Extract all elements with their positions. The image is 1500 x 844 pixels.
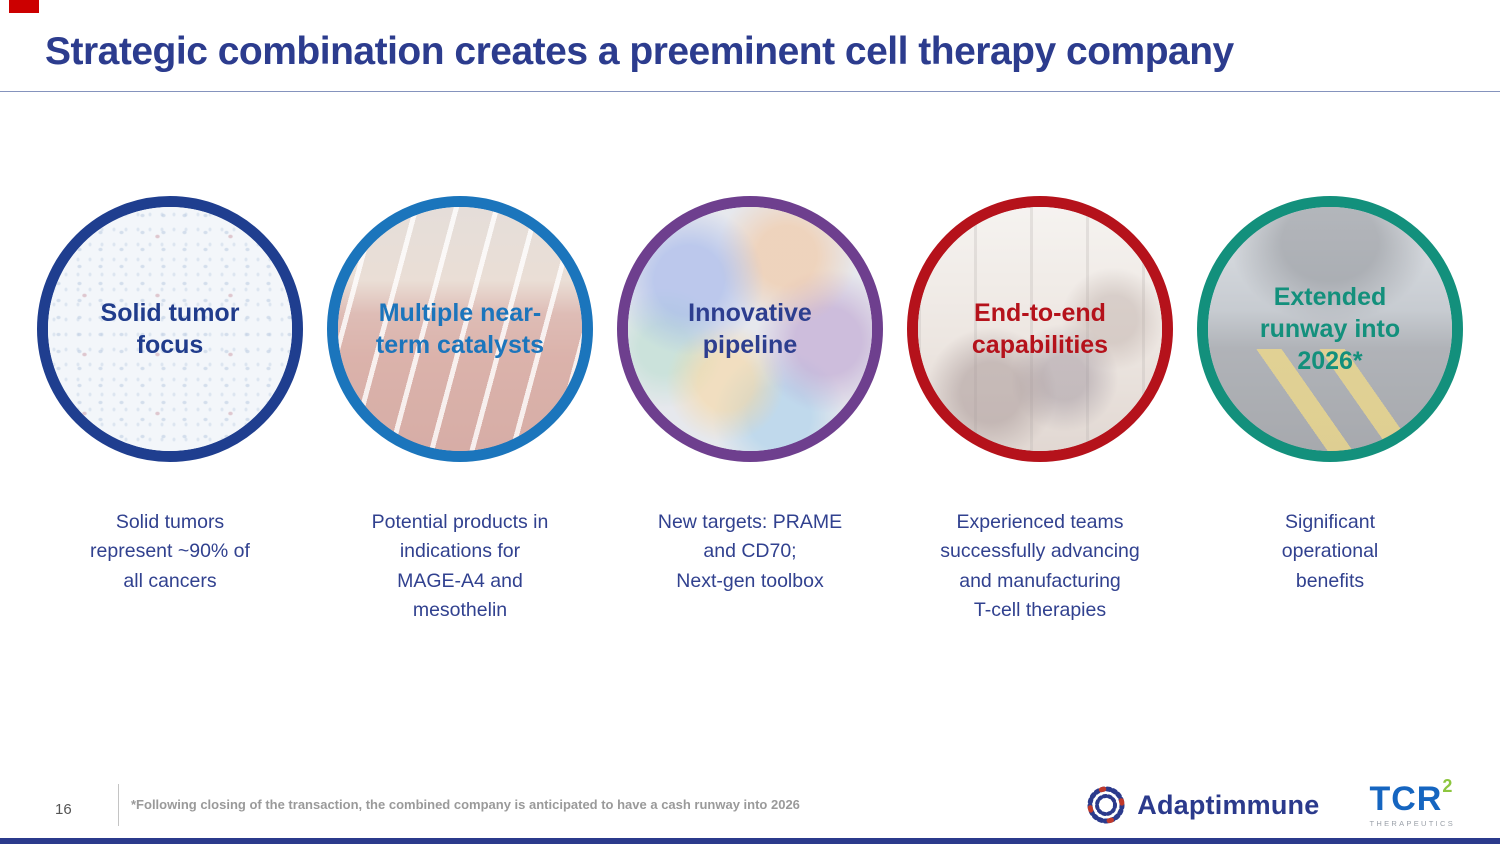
pillar-end-to-end-capabilities: End-to-end capabilities Experienced team…: [896, 196, 1184, 625]
pillar-circle: End-to-end capabilities: [907, 196, 1173, 462]
tcr2-logo: TCR 2 THERAPEUTICS: [1369, 777, 1455, 828]
adaptimmune-wordmark: Adaptimmune: [1137, 789, 1320, 820]
pillar-heading: Extended runway into 2026*: [1259, 283, 1401, 375]
pillar-description: Significant operational benefits: [1281, 511, 1379, 592]
tcr2-subtext: THERAPEUTICS: [1369, 819, 1455, 828]
pillar-heading: End-to-end capabilities: [971, 299, 1109, 359]
pillar-row: Solid tumor focus Solid tumors represent…: [26, 196, 1474, 625]
adaptimmune-icon: [1087, 786, 1125, 824]
pillar-innovative-pipeline: Innovative pipeline New targets: PRAME a…: [606, 196, 894, 625]
pillar-heading: Innovative pipeline: [688, 299, 812, 359]
pillar-description: Experienced teams successfully advancing…: [940, 511, 1140, 621]
pillar-extended-runway: Extended runway into 2026* Significant o…: [1186, 196, 1474, 625]
pillar-heading: Solid tumor focus: [100, 299, 240, 359]
pillar-circle: Multiple near- term catalysts: [327, 196, 593, 462]
page-title: Strategic combination creates a preemine…: [45, 30, 1234, 73]
footer-divider: [118, 784, 119, 826]
pillar-circle: Solid tumor focus: [37, 196, 303, 462]
bottom-accent-bar: [0, 838, 1500, 844]
tcr2-wordmark: TCR: [1369, 780, 1443, 818]
tcr2-superscript: 2: [1442, 776, 1453, 796]
pillar-description: Potential products in indications for MA…: [371, 511, 549, 621]
pillar-description: New targets: PRAME and CD70; Next-gen to…: [657, 511, 843, 592]
pillar-description: Solid tumors represent ~90% of all cance…: [90, 511, 250, 592]
pillar-solid-tumor-focus: Solid tumor focus Solid tumors represent…: [26, 196, 314, 625]
footnote: *Following closing of the transaction, t…: [131, 797, 800, 812]
pillar-heading: Multiple near- term catalysts: [375, 299, 545, 359]
pillar-circle: Innovative pipeline: [617, 196, 883, 462]
title-divider: [0, 91, 1500, 92]
pillar-near-term-catalysts: Multiple near- term catalysts Potential …: [316, 196, 604, 625]
page-number: 16: [55, 801, 72, 818]
logo-group: Adaptimmune TCR 2 THERAPEUTICS: [1084, 777, 1455, 828]
pillar-circle: Extended runway into 2026*: [1197, 196, 1463, 462]
adaptimmune-logo: Adaptimmune: [1084, 783, 1319, 827]
corner-mark: [9, 0, 39, 13]
tcr2-wordmark-row: TCR 2: [1369, 777, 1452, 818]
